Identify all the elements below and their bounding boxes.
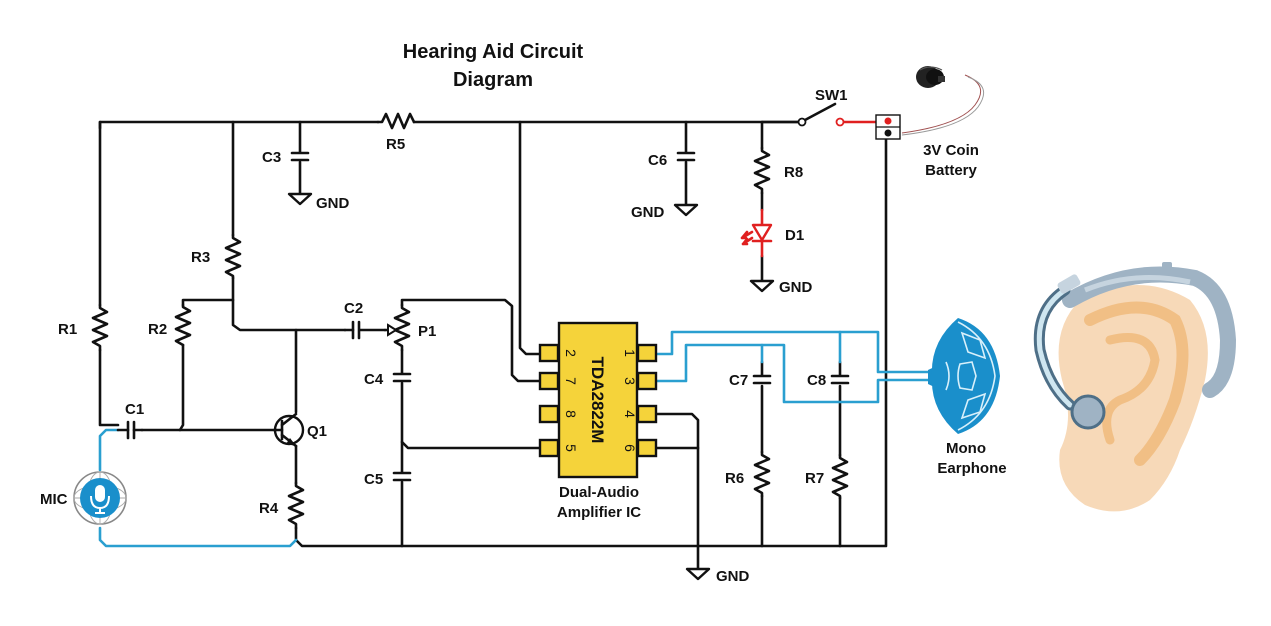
resistor-r5 xyxy=(376,112,416,130)
switch-sw1[interactable] xyxy=(797,117,888,127)
resistor-r2 xyxy=(174,303,192,347)
resistor-r3 xyxy=(224,233,242,280)
mic-icon xyxy=(90,485,110,514)
ic-part-number: TDA2822M xyxy=(588,357,607,444)
capacitor-c4 xyxy=(392,372,412,383)
pin-label: 5 xyxy=(563,444,579,452)
label-gnd-ic: GND xyxy=(716,568,750,585)
resistor-r6 xyxy=(753,450,771,498)
pin-label: 7 xyxy=(563,377,579,385)
battery-label-line-1: 3V Coin xyxy=(923,142,979,159)
capacitors xyxy=(116,151,850,482)
resistor-r8 xyxy=(753,146,771,195)
title-line-1: Hearing Aid Circuit xyxy=(403,41,584,63)
label-r6: R6 xyxy=(725,470,744,487)
resistor-r1 xyxy=(91,303,109,352)
pin-label: 3 xyxy=(622,377,638,385)
label-gnd-d1: GND xyxy=(779,279,813,296)
signal-wires xyxy=(98,330,932,548)
resistors xyxy=(91,112,849,530)
pin-label: 8 xyxy=(563,410,579,418)
earphone-label-line-1: Mono xyxy=(946,440,986,457)
label-r7: R7 xyxy=(805,470,824,487)
label-c1: C1 xyxy=(125,401,144,418)
label-gnd-c3: GND xyxy=(316,195,350,212)
led-d1 xyxy=(740,208,773,258)
transistor-q1 xyxy=(272,412,305,448)
component-labels: R1 R2 R3 R4 R5 R6 R7 R8 C1 C2 C3 C4 C5 C… xyxy=(40,87,1007,585)
gnd-symbols xyxy=(287,192,775,581)
wires xyxy=(98,102,888,570)
capacitor-c5 xyxy=(392,471,412,482)
label-p1: P1 xyxy=(418,323,436,340)
label-r3: R3 xyxy=(191,249,210,266)
label-r5: R5 xyxy=(386,136,405,153)
gnd-icon xyxy=(749,279,775,293)
wiper-arrow xyxy=(387,323,398,337)
gnd-icon xyxy=(685,567,711,581)
label-d1: D1 xyxy=(785,227,804,244)
label-c5: C5 xyxy=(364,471,383,488)
coin-battery-icon xyxy=(916,66,945,88)
gnd-icon xyxy=(673,203,699,217)
potentiometer-p1 xyxy=(393,303,411,352)
battery-connector xyxy=(875,74,985,140)
label-r2: R2 xyxy=(148,321,167,338)
ic-caption-line-1: Dual-Audio xyxy=(559,484,639,501)
label-gnd-c6: GND xyxy=(631,204,665,221)
pin-label: 1 xyxy=(622,349,638,357)
resistor-r7 xyxy=(831,453,849,500)
label-c6: C6 xyxy=(648,152,667,169)
pin-label: 4 xyxy=(622,410,638,418)
label-mic: MIC xyxy=(40,491,68,508)
label-r8: R8 xyxy=(784,164,803,181)
capacitor-c7 xyxy=(752,374,772,385)
label-r1: R1 xyxy=(58,321,77,338)
capacitor-c1 xyxy=(116,420,144,440)
capacitor-c3 xyxy=(290,151,310,162)
label-r4: R4 xyxy=(259,500,279,517)
label-sw1: SW1 xyxy=(815,87,848,104)
label-c8: C8 xyxy=(807,372,826,389)
title-line-2: Diagram xyxy=(453,69,533,91)
resistor-r4 xyxy=(287,481,305,530)
pin-label: 6 xyxy=(622,444,638,452)
label-q1: Q1 xyxy=(307,423,327,440)
ic-caption-line-2: Amplifier IC xyxy=(557,504,641,521)
label-c3: C3 xyxy=(262,149,281,166)
gnd-icon xyxy=(287,192,313,206)
capacitor-c2 xyxy=(343,320,361,340)
earphone-icon xyxy=(928,318,1000,434)
pin-label: 2 xyxy=(563,349,579,357)
battery-label-line-2: Battery xyxy=(925,162,977,179)
ear-hearing-aid-illustration xyxy=(1033,262,1237,512)
earphone-label-line-2: Earphone xyxy=(937,460,1006,477)
capacitor-c8 xyxy=(830,374,850,385)
label-c4: C4 xyxy=(364,371,384,388)
label-c2: C2 xyxy=(344,300,363,317)
microphone xyxy=(73,471,127,525)
ic-tda2822m: TDA2822M 2 7 8 5 1 3 4 6 xyxy=(538,321,658,479)
capacitor-c6 xyxy=(676,151,696,162)
label-c7: C7 xyxy=(729,372,748,389)
